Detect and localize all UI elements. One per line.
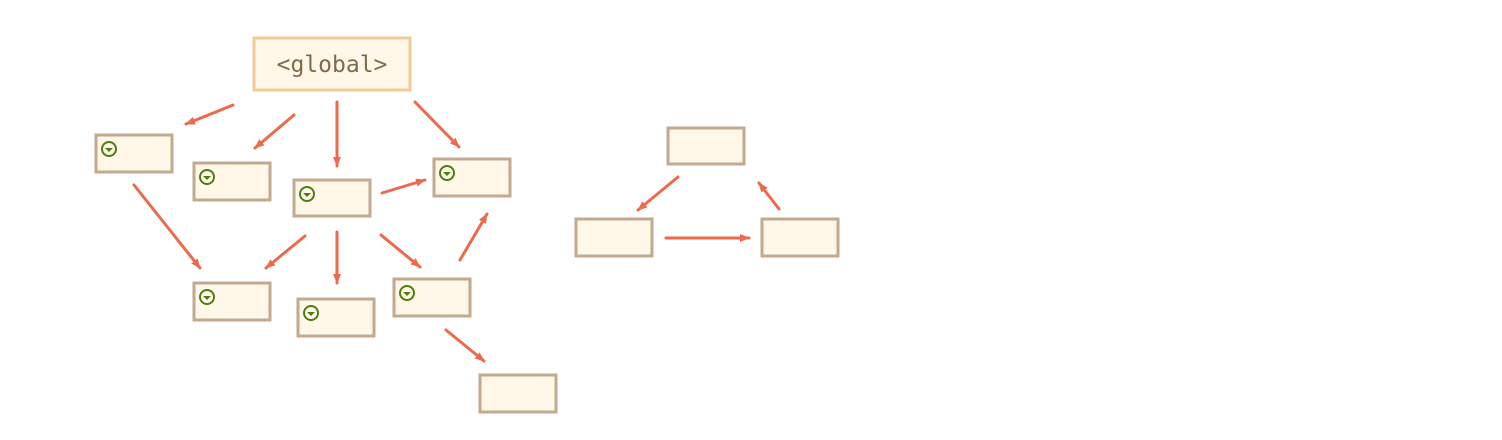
- reference-arrow-n7-to-n8: [444, 328, 486, 363]
- object-node-n7: [392, 277, 472, 318]
- edges-layer: [132, 100, 781, 363]
- reference-arrow-global-to-n2: [253, 113, 296, 150]
- object-node-box: [666, 126, 746, 166]
- object-node-box: [94, 133, 174, 174]
- object-node-box: [432, 157, 512, 198]
- object-node-box: [478, 373, 558, 414]
- reference-arrow-c1-to-c2: [636, 175, 680, 212]
- object-node-n3: [292, 178, 372, 218]
- marker-icon: [199, 289, 215, 305]
- nodes-layer: <global>: [94, 36, 840, 414]
- object-node-box: [192, 161, 272, 202]
- root-node-box: [252, 36, 412, 92]
- object-node-c1: [666, 126, 746, 166]
- marker-icon: [299, 186, 315, 202]
- object-node-n8: [478, 373, 558, 414]
- object-node-box: [760, 217, 840, 258]
- reference-arrow-c3-to-c1: [757, 181, 781, 211]
- object-node-n1: [94, 133, 174, 174]
- object-node-n6: [296, 297, 376, 338]
- reference-arrow-n3-to-n4: [380, 178, 427, 195]
- reference-arrow-n3-to-n5: [264, 234, 307, 270]
- object-node-c2: [574, 217, 654, 258]
- object-node-n5: [192, 281, 272, 322]
- reference-arrow-n3-to-n7: [379, 233, 422, 269]
- root-node-label: <global>: [277, 52, 388, 78]
- root-node-global: <global>: [252, 36, 412, 92]
- object-node-box: [192, 281, 272, 322]
- marker-icon: [439, 165, 455, 181]
- object-node-n4: [432, 157, 512, 198]
- object-node-box: [392, 277, 472, 318]
- object-node-box: [574, 217, 654, 258]
- object-node-box: [296, 297, 376, 338]
- marker-icon: [101, 141, 117, 157]
- marker-icon: [303, 305, 319, 321]
- reference-arrow-global-to-n4: [413, 100, 461, 149]
- reference-arrow-n1-to-n5: [132, 183, 202, 270]
- object-node-box: [292, 178, 372, 218]
- marker-icon: [399, 285, 415, 301]
- reference-arrow-global-to-n1: [184, 103, 235, 126]
- object-node-n2: [192, 161, 272, 202]
- object-node-c3: [760, 217, 840, 258]
- marker-icon: [199, 169, 215, 185]
- reference-arrow-n7-to-n4: [458, 212, 489, 262]
